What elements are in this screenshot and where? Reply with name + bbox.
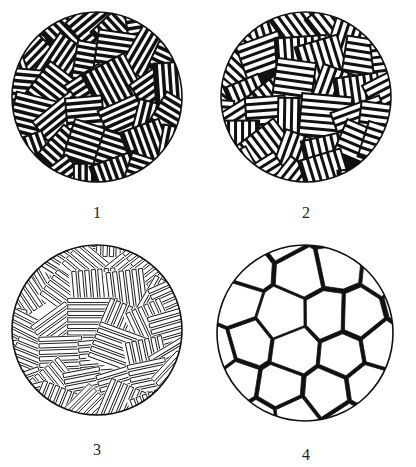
grain-structure (157, 186, 416, 467)
figure-number-holder: 3 (77, 441, 117, 459)
specimen-outline (221, 12, 391, 182)
figure-number: 3 (93, 441, 101, 458)
specimen-outline (12, 245, 182, 415)
figure-number: 1 (93, 204, 101, 221)
figure-number-holder: 2 (286, 204, 326, 222)
specimen-outline (12, 12, 182, 182)
figure-number-holder: 4 (286, 446, 326, 464)
specimen-outline (217, 245, 393, 421)
lamellar-structure (0, 206, 217, 450)
figure-number: 2 (302, 204, 310, 221)
figure-number-holder: 1 (77, 204, 117, 222)
figure-number: 4 (302, 446, 310, 463)
lamellar-structure (170, 0, 416, 218)
lamellar-structure (0, 0, 214, 219)
